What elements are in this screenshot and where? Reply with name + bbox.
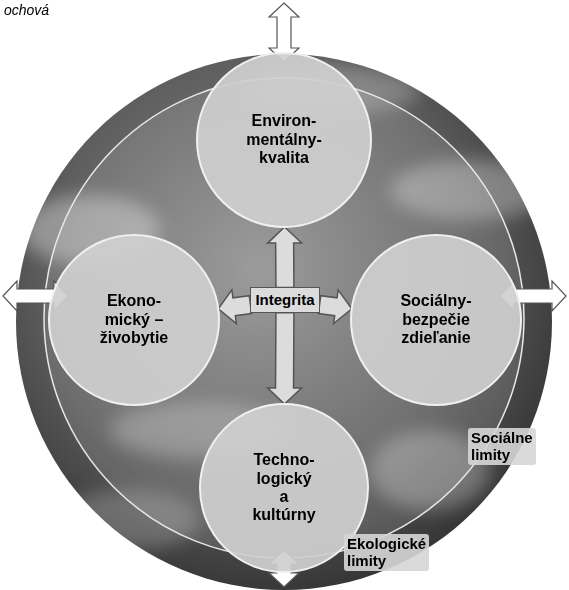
integrity-hub: Integrita	[250, 287, 319, 312]
circle-shape	[351, 235, 521, 405]
integrity-arrow	[268, 313, 302, 404]
limit-label: Sociálne limity	[468, 428, 536, 465]
circle-shape	[49, 235, 219, 405]
cloud-cover	[20, 65, 550, 550]
author-fragment: ochová	[4, 2, 49, 18]
circle-label: Ekono- mický – živobytie	[100, 292, 168, 347]
circle-label: Sociálny- bezpečie zdieľanie	[400, 292, 471, 347]
dimension-circle: Ekono- mický – živobytie	[48, 234, 220, 406]
earth-globe	[16, 54, 552, 590]
social-limit-ring	[44, 78, 524, 558]
integrity-arrow	[318, 290, 351, 324]
integrity-arrow	[268, 227, 302, 287]
hub-label: Integrita	[255, 291, 314, 308]
integrity-arrow	[218, 290, 251, 324]
circle-label: Techno- logický a kultúrny	[252, 451, 315, 525]
dimension-circle: Sociálny- bezpečie zdieľanie	[350, 234, 522, 406]
limit-label: Ekologické limity	[344, 534, 429, 571]
circle-label: Environ- mentálny- kvalita	[246, 112, 322, 167]
circle-shape	[197, 53, 371, 227]
dimension-circle: Environ- mentálny- kvalita	[196, 52, 372, 228]
circle-shape	[200, 404, 368, 572]
